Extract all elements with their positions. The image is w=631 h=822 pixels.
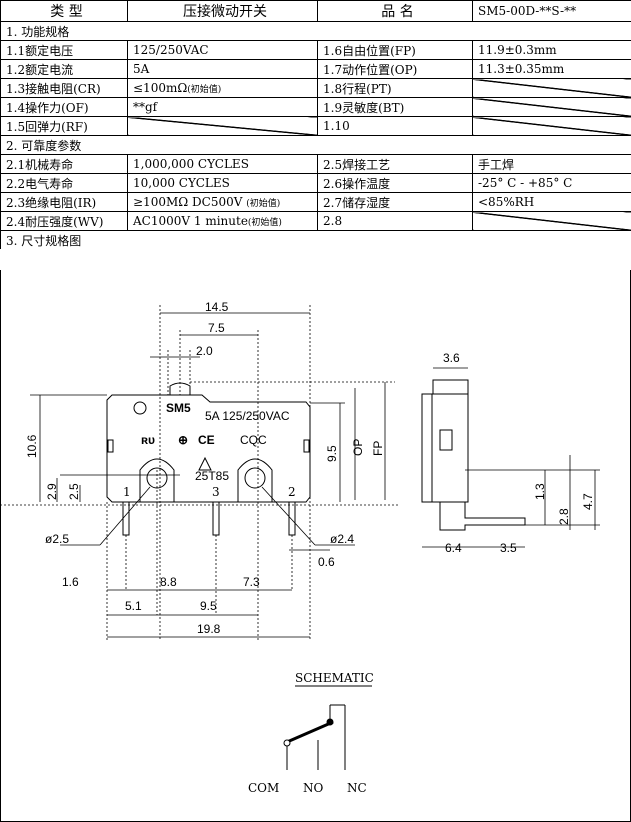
section2-title: 2. 可靠度参数: [0, 135, 631, 155]
marking-model: SM5: [166, 401, 191, 415]
value: -25° C - +85° C: [472, 173, 631, 193]
dim-2-0: 2.0: [196, 344, 213, 358]
empty-value: [127, 116, 318, 136]
schematic-title: SCHEMATIC: [295, 671, 374, 685]
dim-2-5: 2.5: [67, 483, 81, 500]
dim-phi-2-4: ø2.4: [330, 532, 354, 546]
schematic-no: NO: [303, 781, 324, 795]
dim-1-3: 1.3: [533, 483, 547, 500]
empty-value: [472, 211, 631, 231]
empty-value: [472, 78, 631, 98]
label: 1.2额定电流: [0, 59, 128, 79]
side-view: 3.6 6.4 3.5 1.3 2.8 4.7: [421, 351, 600, 555]
schematic: SCHEMATIC COM NO NC: [248, 671, 374, 795]
table-row: 2.3绝缘电阻(IR) ≥100MΩ DC500V (初始值) 2.7储存湿度<…: [0, 192, 631, 212]
dim-3-6: 3.6: [443, 351, 460, 365]
dim-9-5b: 9.5: [200, 599, 217, 613]
value-text: AC1000V 1 minute: [133, 214, 248, 228]
label: 1.4操作力(OF): [0, 97, 128, 117]
value: AC1000V 1 minute(初始值): [127, 211, 318, 231]
table-row: 1.4操作力(OF)**gf 1.9灵敏度(BT): [0, 97, 631, 117]
value-text: ≥100MΩ DC500V: [133, 195, 243, 209]
dim-1-6: 1.6: [62, 575, 79, 589]
table-row: 1.5回弹力(RF) 1.10: [0, 116, 631, 136]
value-note: (初始值): [246, 199, 281, 209]
dim-5-1: 5.1: [125, 599, 142, 613]
terminal-hole-2: [237, 458, 273, 502]
label: 2.4耐压强度(WV): [0, 211, 128, 231]
section1-title: 1. 功能规格: [0, 21, 631, 41]
csa-mark-icon: ⊕: [178, 433, 188, 447]
ce-mark-icon: CE: [198, 433, 215, 447]
schematic-com: COM: [248, 781, 279, 795]
value: **gf: [127, 97, 318, 117]
dim-fp: FP: [371, 441, 385, 456]
value-note: (初始值): [247, 218, 282, 228]
dim-op: OP: [351, 439, 365, 456]
dim-7-3: 7.3: [243, 575, 260, 589]
value: 11.3±0.35mm: [472, 59, 631, 79]
dim-14-5: 14.5: [205, 300, 229, 314]
marking-rating: 5A 125/250VAC: [205, 409, 290, 423]
dim-0-6: 0.6: [318, 555, 335, 569]
pin-3: [212, 501, 220, 536]
spec-table: 类 型 压接微动开关 品 名 SM5-00D-**S-** 1. 功能规格 1.…: [0, 0, 631, 249]
pin-label-2: 2: [288, 485, 296, 499]
dim-8-8: 8.8: [160, 575, 177, 589]
schematic-nc: NC: [347, 781, 367, 795]
label: 2.8: [317, 211, 473, 231]
dim-2-8: 2.8: [557, 508, 571, 525]
dim-4-7: 4.7: [581, 493, 595, 510]
ground-symbol-icon: [133, 401, 147, 415]
dim-3-5: 3.5: [500, 541, 517, 555]
dim-2-9: 2.9: [45, 483, 59, 500]
label: 1.3接触电阻(CR): [0, 78, 128, 98]
pin-2: [288, 501, 296, 536]
empty-value: [472, 116, 631, 136]
dim-7-5: 7.5: [208, 321, 225, 335]
actuator-button: [169, 382, 191, 395]
marking-temp: 25T85: [195, 469, 229, 483]
pin-label-1: 1: [123, 485, 131, 499]
dim-6-4: 6.4: [445, 541, 462, 555]
value-text: ≤100mΩ: [133, 81, 188, 95]
value-note: (初始值): [187, 85, 222, 95]
pin-label-3: 3: [212, 485, 220, 499]
dim-9-5: 9.5: [325, 445, 339, 462]
table-row: 2.4耐压强度(WV) AC1000V 1 minute(初始值) 2.8: [0, 211, 631, 231]
value: 1,000,000 CYCLES: [127, 154, 318, 174]
dim-19-8: 19.8: [197, 622, 221, 636]
pin-1: [122, 501, 130, 536]
dim-10-6: 10.6: [25, 434, 39, 458]
marking-cqc: CQC: [240, 433, 267, 447]
vde-mark-icon: [198, 456, 212, 471]
table-row: 1.3接触电阻(CR) ≤100mΩ(初始值) 1.8行程(PT): [0, 78, 631, 98]
label: 2.6操作温度: [317, 173, 473, 193]
ul-mark-icon: ʀᴜ: [141, 433, 155, 447]
terminal-hole-1: [139, 458, 175, 502]
dim-phi-2-5: ø2.5: [45, 532, 69, 546]
